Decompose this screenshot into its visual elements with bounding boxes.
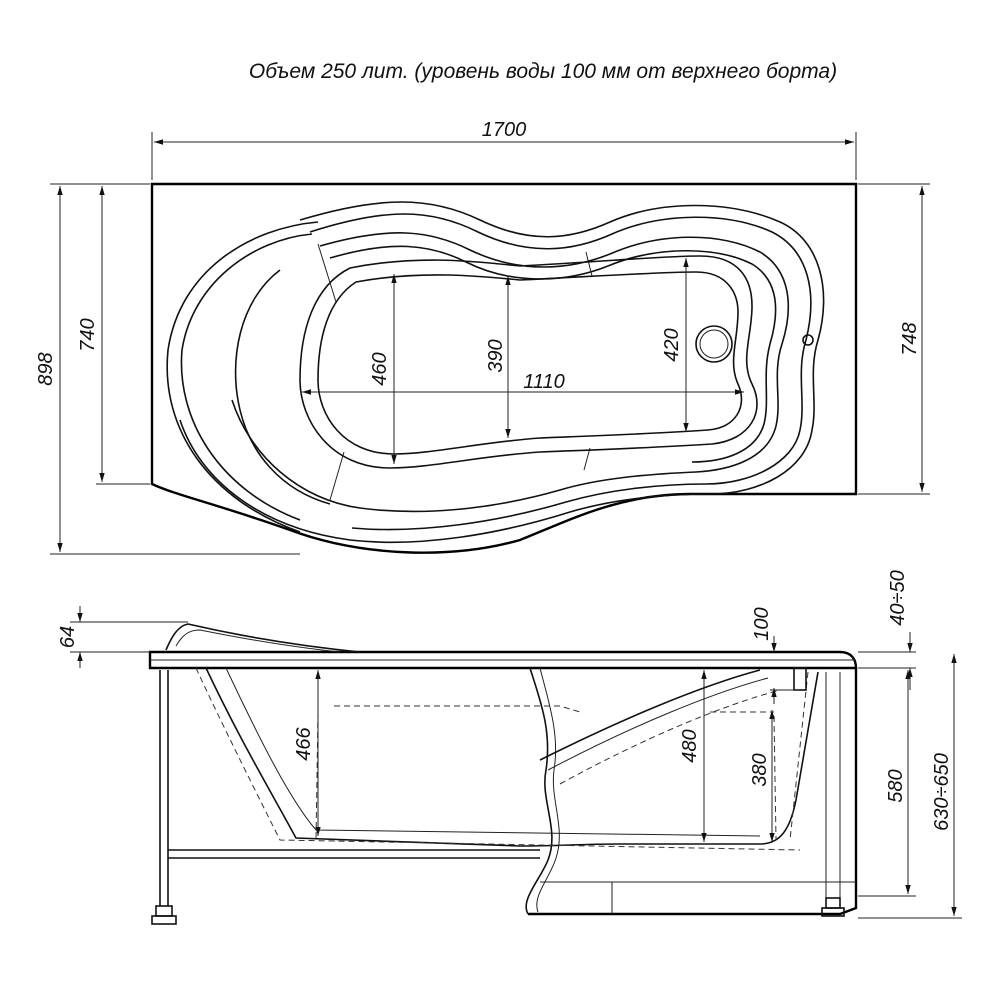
dim-depth-inner: 380 <box>749 753 771 786</box>
dim-depth-mid: 480 <box>679 729 701 762</box>
dim-width-inner-left: 740 <box>77 318 99 351</box>
tub-basin <box>299 255 758 469</box>
top-view: 1700 898 740 748 460 390 420 1110 <box>35 119 930 555</box>
tub-rim-line-2 <box>180 233 313 521</box>
side-apron-wave <box>525 667 553 915</box>
tub-outer-rim <box>150 182 858 554</box>
side-right-apron <box>528 668 858 916</box>
drain-hole <box>695 325 733 363</box>
dim-water-level: 100 <box>751 607 773 640</box>
overflow-hole <box>802 334 814 346</box>
side-top-rim <box>148 650 858 670</box>
dim-rim-height: 64 <box>57 626 79 648</box>
tub-basin-inner <box>317 271 743 455</box>
foot-left <box>155 905 173 917</box>
overflow-pipe <box>793 667 807 691</box>
side-headrest <box>165 623 361 653</box>
dim-width-right: 748 <box>899 322 921 355</box>
tub-outer-channel <box>179 201 825 544</box>
dim-inner-length: 1110 <box>523 371 565 393</box>
dim-inner-width-c: 420 <box>661 328 683 361</box>
tub-rim-line-1 <box>166 221 319 533</box>
tub-outer-channel-2 <box>309 213 812 531</box>
dim-rim-offset: 40÷50 <box>887 570 909 625</box>
foot-right <box>825 897 841 909</box>
volume-caption: Объем 250 лит. (уровень воды 100 мм от в… <box>248 60 838 83</box>
side-view: 64 40÷50 100 466 480 380 580 630÷650 <box>57 570 962 925</box>
tub-seat-curve <box>234 269 331 505</box>
dim-height-total: 630÷650 <box>931 753 953 831</box>
tub-inner-channel <box>231 232 790 513</box>
dim-depth-left: 466 <box>293 726 315 760</box>
dim-length: 1700 <box>482 119 527 141</box>
dim-width-left: 898 <box>35 352 57 385</box>
dim-height-body: 580 <box>885 769 907 802</box>
drain-hole-inner <box>699 329 729 359</box>
dim-inner-width-a: 460 <box>369 352 391 385</box>
dim-inner-width-b: 390 <box>485 339 507 372</box>
tub-seat-line <box>317 243 593 501</box>
